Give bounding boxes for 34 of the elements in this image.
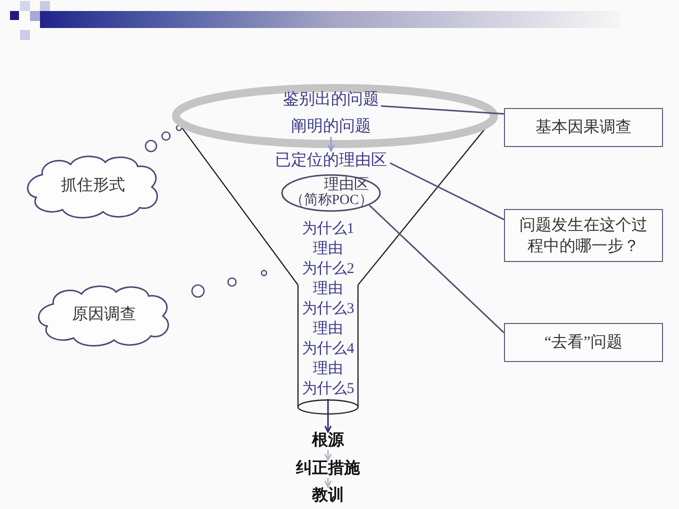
callout-box xyxy=(504,108,663,147)
why-text: 为什么5 xyxy=(299,380,357,399)
leader-line xyxy=(390,162,504,220)
stage-text: 已定位的理由区 xyxy=(272,151,390,171)
arrow xyxy=(324,478,332,488)
arrow xyxy=(327,137,335,152)
reason-text: 理由 xyxy=(308,360,348,379)
arrow xyxy=(324,399,332,433)
reason-text: 理由 xyxy=(308,320,348,339)
ellipse-text: （简称POC） xyxy=(290,193,373,209)
why-text: 为什么1 xyxy=(299,220,357,239)
stage-text: 阐明的问题 xyxy=(289,117,373,137)
reason-text: 理由 xyxy=(308,280,348,299)
callout-box xyxy=(504,323,663,362)
outcome-text: 根源 xyxy=(310,432,346,450)
why-text: 为什么4 xyxy=(299,340,357,359)
ellipse-outline xyxy=(281,174,381,212)
ellipse-text: 理由区 xyxy=(324,177,370,193)
box-text: “去看”问题 xyxy=(543,332,624,353)
outcome-text: 纠正措施 xyxy=(294,460,362,478)
leader-line xyxy=(368,204,505,334)
box-text: 问题发生在这个过程中的哪一步？ xyxy=(518,216,648,256)
leader-line xyxy=(380,105,504,115)
stage-text: 鉴别出的问题 xyxy=(281,90,381,110)
cloud-text: 原因调查 xyxy=(72,305,136,325)
why-text: 为什么2 xyxy=(299,260,357,279)
why-text: 为什么3 xyxy=(299,300,357,319)
outcome-text: 教训 xyxy=(310,487,346,505)
arrow xyxy=(324,450,332,461)
reason-text: 理由 xyxy=(308,240,348,259)
callout-box xyxy=(504,209,663,262)
cloud-text: 抓住形式 xyxy=(61,176,125,196)
box-text: 基本因果调查 xyxy=(534,118,632,138)
funnel-rim xyxy=(172,84,498,148)
